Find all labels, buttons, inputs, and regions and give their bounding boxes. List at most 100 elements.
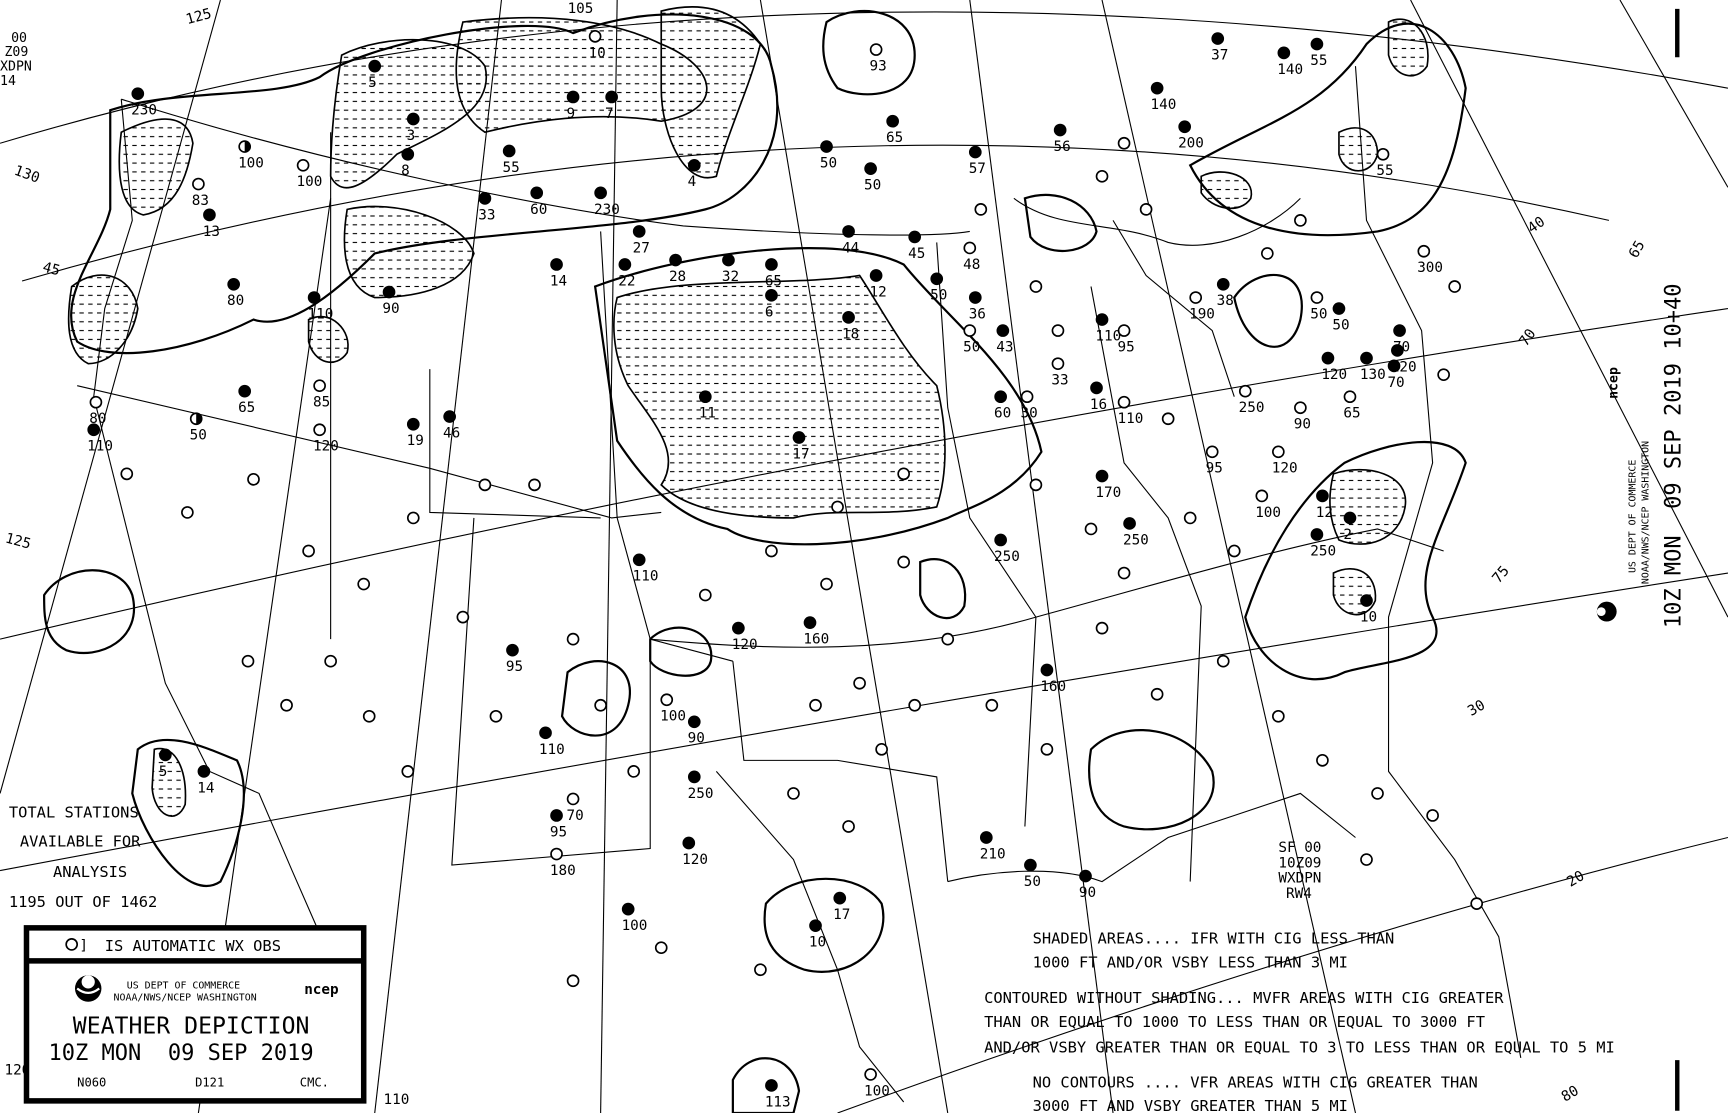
- sky-cover-clear-icon: [588, 30, 602, 43]
- sky-cover-overcast-icon: [968, 291, 982, 304]
- station-plot: 18: [842, 311, 859, 342]
- ceiling-value: 50: [190, 428, 207, 444]
- legend-none-2: 3000 FT AND VSBY GREATER THAN 5 MI: [1033, 1097, 1348, 1113]
- sky-cover-clear-icon: [963, 241, 977, 255]
- sky-cover-overcast-icon: [238, 384, 252, 398]
- station-plot: 130: [1360, 351, 1386, 383]
- ceiling-value: 45: [908, 246, 925, 262]
- sky-cover-overcast-icon: [682, 836, 696, 850]
- station-plot: 3: [407, 112, 420, 144]
- sky-cover-overcast-icon: [632, 553, 646, 567]
- sky-cover-overcast-icon: [131, 87, 145, 101]
- station-count-line3: ANALYSIS: [53, 863, 127, 881]
- sky-cover-overcast-icon: [833, 891, 847, 905]
- sky-cover-clear-icon: [864, 1068, 877, 1081]
- ceiling-value: 93: [870, 59, 887, 75]
- sky-cover-clear-icon: [456, 610, 470, 624]
- sky-cover-overcast-icon: [203, 208, 216, 222]
- sky-cover-clear-icon: [820, 577, 833, 591]
- station-plot: 50: [864, 162, 881, 194]
- station-plot: 250: [1310, 528, 1336, 559]
- sky-cover-clear-icon: [897, 467, 911, 481]
- station-plot: 65: [765, 258, 782, 289]
- ceiling-value: 110: [633, 569, 659, 585]
- sky-cover-overcast-icon: [732, 621, 745, 635]
- station-plot: 37: [1211, 32, 1228, 64]
- station-plot: 95: [550, 809, 567, 840]
- side-agency-line1: US DEPT OF COMMERCE: [1627, 460, 1638, 573]
- station-plot: 22: [618, 258, 635, 289]
- sky-cover-clear-icon: [1029, 280, 1043, 293]
- station-plot: 50: [190, 412, 207, 444]
- ceiling-value: 90: [688, 731, 705, 747]
- sky-cover-overcast-icon: [994, 390, 1007, 404]
- sky-cover-overcast-icon: [1277, 46, 1291, 60]
- agency-line2: NOAA/NWS/NCEP WASHINGTON: [114, 993, 257, 1004]
- sky-cover-overcast-icon: [908, 230, 922, 244]
- station-plot: 50: [1332, 302, 1350, 333]
- station-plot: 230: [594, 186, 620, 218]
- station-plot: 50: [963, 324, 980, 356]
- ceiling-value: 50: [1310, 306, 1327, 322]
- product-code: 00: [11, 31, 27, 46]
- station-plot: 5: [159, 748, 172, 780]
- sky-cover-overcast-icon: [803, 616, 817, 629]
- sky-cover-overcast-icon: [159, 748, 172, 762]
- ceiling-value: 110: [87, 439, 113, 455]
- sky-cover-clear-icon: [302, 544, 315, 558]
- sky-cover-clear-icon: [809, 698, 822, 712]
- sky-cover-clear-icon: [754, 963, 767, 977]
- ceiling-value: 10: [809, 935, 826, 951]
- ceiling-value: 230: [131, 103, 157, 119]
- sky-cover-overcast-icon: [1024, 858, 1037, 872]
- sky-cover-overcast-icon: [368, 59, 382, 73]
- ncep-logo: ncep: [304, 982, 338, 998]
- station-plot: 100: [1255, 489, 1281, 521]
- ceiling-value: 55: [503, 160, 520, 176]
- station-plot: 83: [192, 177, 209, 209]
- station-plot: 100: [622, 902, 647, 934]
- lon-label: 110: [384, 1092, 410, 1108]
- sky-cover-overcast-icon: [765, 1079, 778, 1092]
- ceiling-value: 13: [203, 224, 220, 240]
- ceiling-value: 120: [682, 852, 708, 868]
- station-plot: 250: [688, 770, 714, 802]
- legend-text: SHADED AREAS.... IFR WITH CIG LESS THAN …: [984, 929, 1615, 1113]
- ceiling-value: 33: [478, 207, 495, 223]
- sky-cover-clear-icon: [401, 765, 415, 778]
- bracket-glyph: ]: [79, 938, 88, 954]
- sky-cover-overcast-icon: [1095, 469, 1109, 483]
- ceiling-value: 3: [407, 128, 416, 144]
- sky-cover-overcast-icon: [1316, 489, 1329, 503]
- ceiling-value: 110: [308, 306, 334, 322]
- sky-cover-overcast-icon: [1079, 869, 1092, 883]
- ceiling-value: 250: [1310, 543, 1336, 559]
- sky-cover-overcast-icon: [227, 277, 241, 291]
- footer-code: CMC.: [300, 1076, 329, 1090]
- station-plot: 14: [550, 258, 567, 289]
- sky-cover-clear-icon: [594, 698, 607, 712]
- sky-cover-overcast-icon: [406, 417, 420, 431]
- sky-cover-clear-icon: [1437, 368, 1450, 382]
- sky-cover-overcast-icon: [401, 147, 415, 161]
- side-valid-time: 10Z MON 09 SEP 2019 10+40: [1662, 284, 1687, 629]
- product-code: RW4: [1286, 886, 1312, 902]
- station-count-line1: TOTAL STATIONS: [9, 804, 139, 822]
- station-plot: 210: [980, 831, 1006, 862]
- station-plot: 140: [1277, 46, 1303, 78]
- lat-label: 30: [1465, 697, 1488, 719]
- sky-cover-clear-icon: [654, 941, 668, 955]
- sky-cover-clear-icon: [192, 177, 205, 191]
- legend-contoured-3: AND/OR VSBY GREATER THAN OR EQUAL TO 3 T…: [984, 1038, 1615, 1056]
- sky-cover-clear-icon: [1371, 787, 1384, 800]
- lon-label: 105: [568, 1, 594, 17]
- product-code: XDPN: [0, 60, 32, 75]
- ceiling-value: 190: [1189, 306, 1215, 322]
- station-plot: 110: [632, 553, 659, 585]
- sky-cover-overcast-icon: [669, 253, 682, 267]
- ceiling-value: 12: [1316, 505, 1333, 521]
- station-plot: 50: [1310, 291, 1328, 322]
- sky-cover-clear-icon: [528, 478, 541, 492]
- legend-contoured-1: CONTOURED WITHOUT SHADING... MVFR AREAS …: [984, 989, 1504, 1007]
- sky-cover-clear-icon: [324, 654, 337, 668]
